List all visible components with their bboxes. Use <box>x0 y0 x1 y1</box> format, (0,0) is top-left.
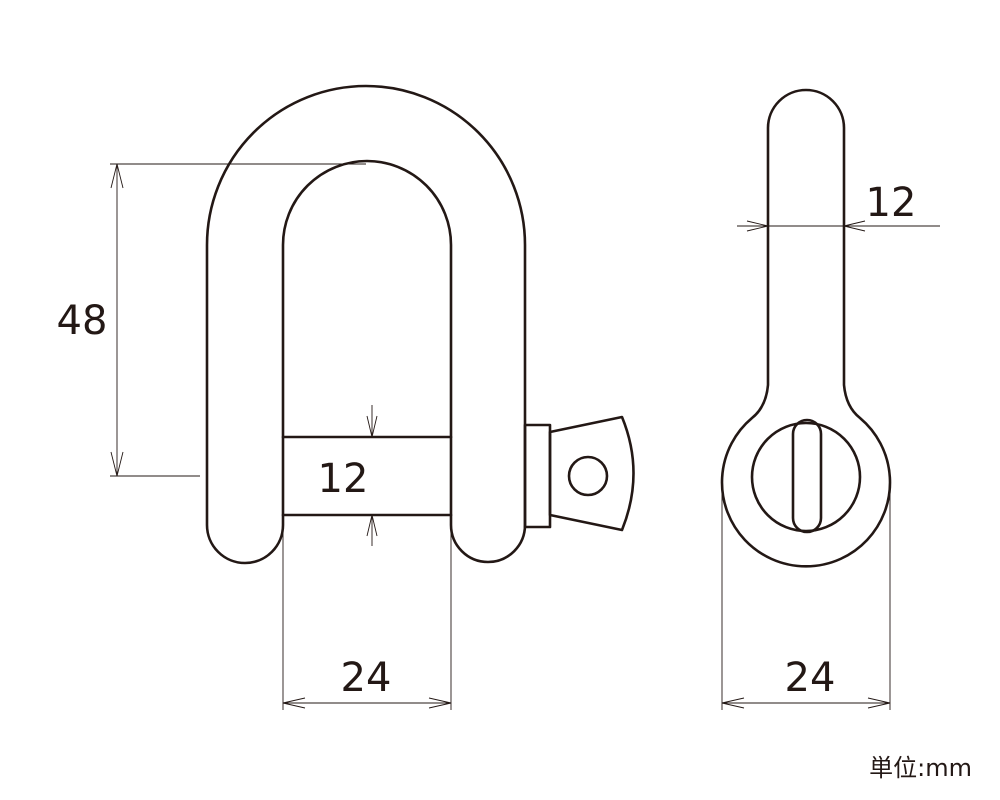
dimension-front-pin: 12 <box>318 405 378 546</box>
unit-label: 単位:mm <box>869 754 972 782</box>
arrow-pin-down <box>366 415 378 438</box>
arrow-side-left <box>721 697 745 709</box>
width-label: 24 <box>341 655 392 701</box>
arrow-side-right <box>867 697 891 709</box>
arrow-thickness-right <box>746 220 769 232</box>
dimension-front-height: 48 <box>57 163 366 477</box>
dimension-front-width: 24 <box>282 528 452 710</box>
pin-head-hole <box>567 455 609 497</box>
pin-head-circle <box>750 421 862 533</box>
pin-label: 12 <box>318 456 369 502</box>
arrow-right <box>428 697 452 709</box>
arrow-pin-up <box>366 514 378 537</box>
dimension-side-width: 24 <box>721 480 891 710</box>
height-label: 48 <box>57 298 108 344</box>
pin-head-tab <box>548 415 635 532</box>
front-view <box>205 84 635 565</box>
arrow-down <box>110 451 124 477</box>
side-width-label: 24 <box>785 655 836 701</box>
pin-collar <box>523 423 552 529</box>
dimension-side-thickness: 12 <box>737 180 940 232</box>
arrow-up <box>110 163 124 189</box>
arrow-thickness-left <box>843 220 866 232</box>
side-view <box>720 88 892 568</box>
side-body-outline <box>720 88 892 568</box>
shackle-body-outline <box>205 84 527 565</box>
pin-head-slot <box>791 418 823 534</box>
thickness-label: 12 <box>866 180 917 226</box>
arrow-left <box>282 697 306 709</box>
